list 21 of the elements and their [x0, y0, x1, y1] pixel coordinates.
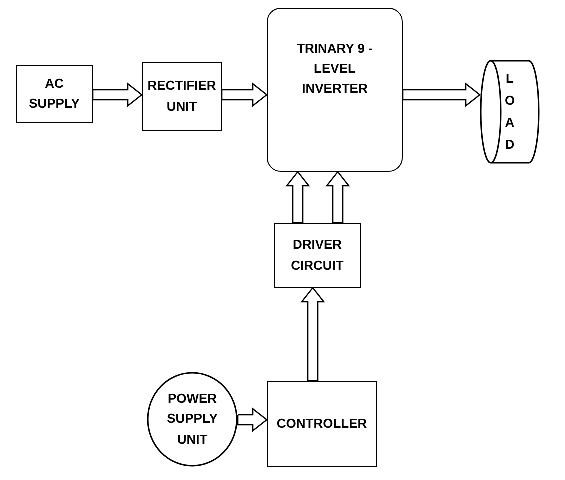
- node-label: RECTIFIER UNIT: [146, 77, 218, 116]
- block-arrow: [221, 82, 268, 108]
- node-label: AC SUPPLY: [28, 74, 81, 113]
- block-arrow: [286, 170, 310, 224]
- node-label: LOAD: [504, 70, 516, 154]
- block-arrow: [300, 286, 326, 382]
- block-arrow: [92, 82, 144, 108]
- block-arrow: [402, 82, 482, 108]
- node-label: POWER SUPPLY UNIT: [166, 390, 219, 449]
- block-arrow: [237, 408, 268, 432]
- process-box: [16, 65, 93, 123]
- node-label: CONTROLLER: [276, 414, 368, 433]
- load-cylinder: [480, 60, 540, 164]
- process-box: [142, 62, 222, 131]
- process-box: [267, 381, 377, 467]
- process-box: [274, 223, 361, 288]
- node-label: TRINARY 9 - LEVEL INVERTER: [296, 40, 374, 98]
- node-label: DRIVER CIRCUIT: [290, 236, 345, 274]
- block-arrow: [326, 170, 350, 224]
- power-supply-ellipse: [147, 372, 238, 467]
- inverter-box: [267, 8, 403, 172]
